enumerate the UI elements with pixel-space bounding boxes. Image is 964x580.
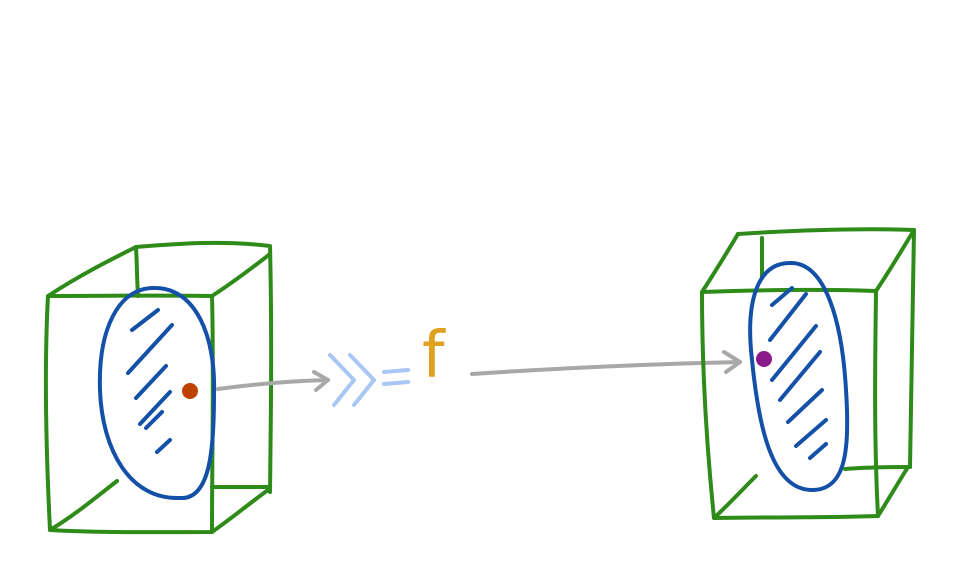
right-box-icon — [700, 227, 916, 520]
arrow-to-bind-icon — [216, 370, 330, 392]
arrow-to-result-icon — [470, 350, 742, 376]
bind-operator-icon — [328, 353, 410, 407]
function-symbol: f — [422, 319, 445, 393]
left-point-icon — [182, 383, 198, 399]
left-blob-icon — [97, 285, 217, 501]
left-box-icon — [43, 240, 274, 535]
right-blob-icon — [748, 260, 850, 492]
right-point-icon — [756, 351, 772, 367]
